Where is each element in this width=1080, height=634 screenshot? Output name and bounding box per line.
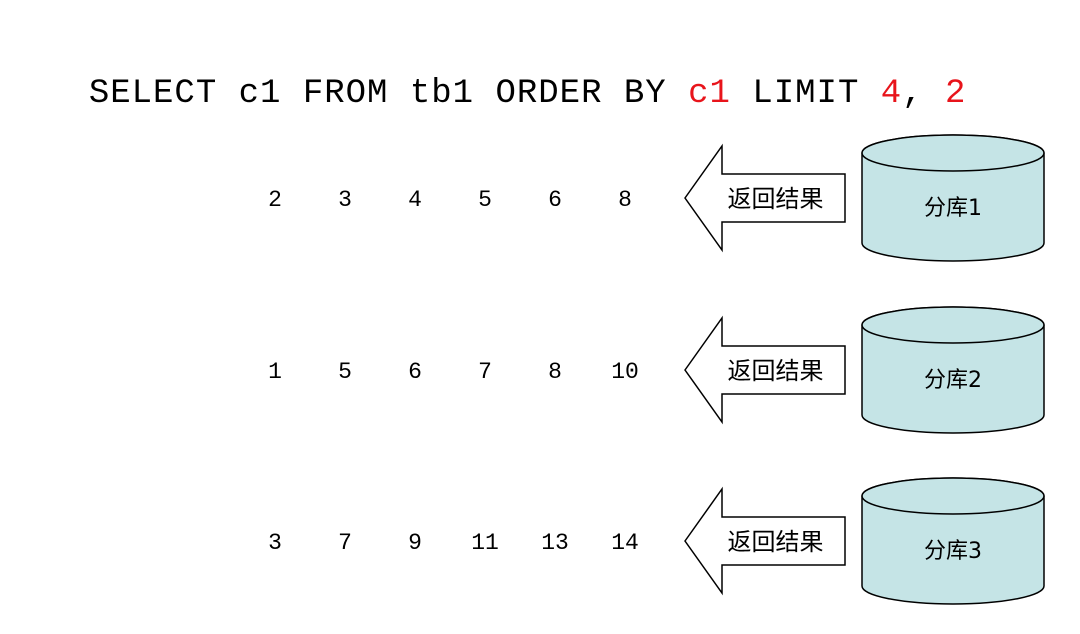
result-value: 2	[268, 187, 282, 213]
return-arrow-icon	[684, 143, 846, 253]
query-limit-count: 2	[944, 75, 967, 113]
result-value: 9	[408, 530, 422, 556]
result-value: 8	[548, 359, 562, 385]
query-part: SELECT c1 FROM tb1 ORDER BY	[88, 75, 689, 113]
result-value: 4	[408, 187, 422, 213]
result-value: 7	[478, 359, 492, 385]
result-value: 14	[611, 530, 639, 556]
result-value: 5	[338, 359, 352, 385]
result-value: 13	[541, 530, 569, 556]
result-value: 1	[268, 359, 282, 385]
result-value: 3	[268, 530, 282, 556]
return-result-label: 返回结果	[728, 185, 824, 213]
database-top-icon	[861, 134, 1045, 172]
shard-row: 1 5 6 7 8 10 返回结果 分库2	[268, 306, 1045, 434]
result-value: 7	[338, 530, 352, 556]
result-value: 10	[611, 359, 639, 385]
result-value: 6	[408, 359, 422, 385]
query-limit-offset: 4	[880, 75, 903, 113]
shard-name: 分库1	[924, 196, 982, 221]
query-order-column: c1	[688, 75, 731, 113]
result-value: 11	[471, 530, 499, 556]
query-part: LIMIT	[730, 75, 881, 113]
return-result-label: 返回结果	[728, 528, 824, 556]
result-value: 5	[478, 187, 492, 213]
shard-row: 2 3 4 5 6 8 返回结果 分库1	[268, 134, 1045, 262]
return-arrow-icon	[684, 315, 846, 425]
shard-row: 3 7 9 11 13 14 返回结果 分库3	[268, 477, 1045, 605]
return-arrow-icon	[684, 486, 846, 596]
shard-name: 分库2	[924, 368, 982, 393]
sql-query: SELECT c1 FROM tb1 ORDER BY c1 LIMIT 4, …	[46, 22, 966, 118]
database-top-icon	[861, 306, 1045, 344]
shard-name: 分库3	[924, 539, 982, 564]
database-top-icon	[861, 477, 1045, 515]
result-value: 6	[548, 187, 562, 213]
result-value: 3	[338, 187, 352, 213]
return-result-label: 返回结果	[728, 357, 824, 385]
query-part: ,	[902, 75, 945, 113]
result-value: 8	[618, 187, 632, 213]
